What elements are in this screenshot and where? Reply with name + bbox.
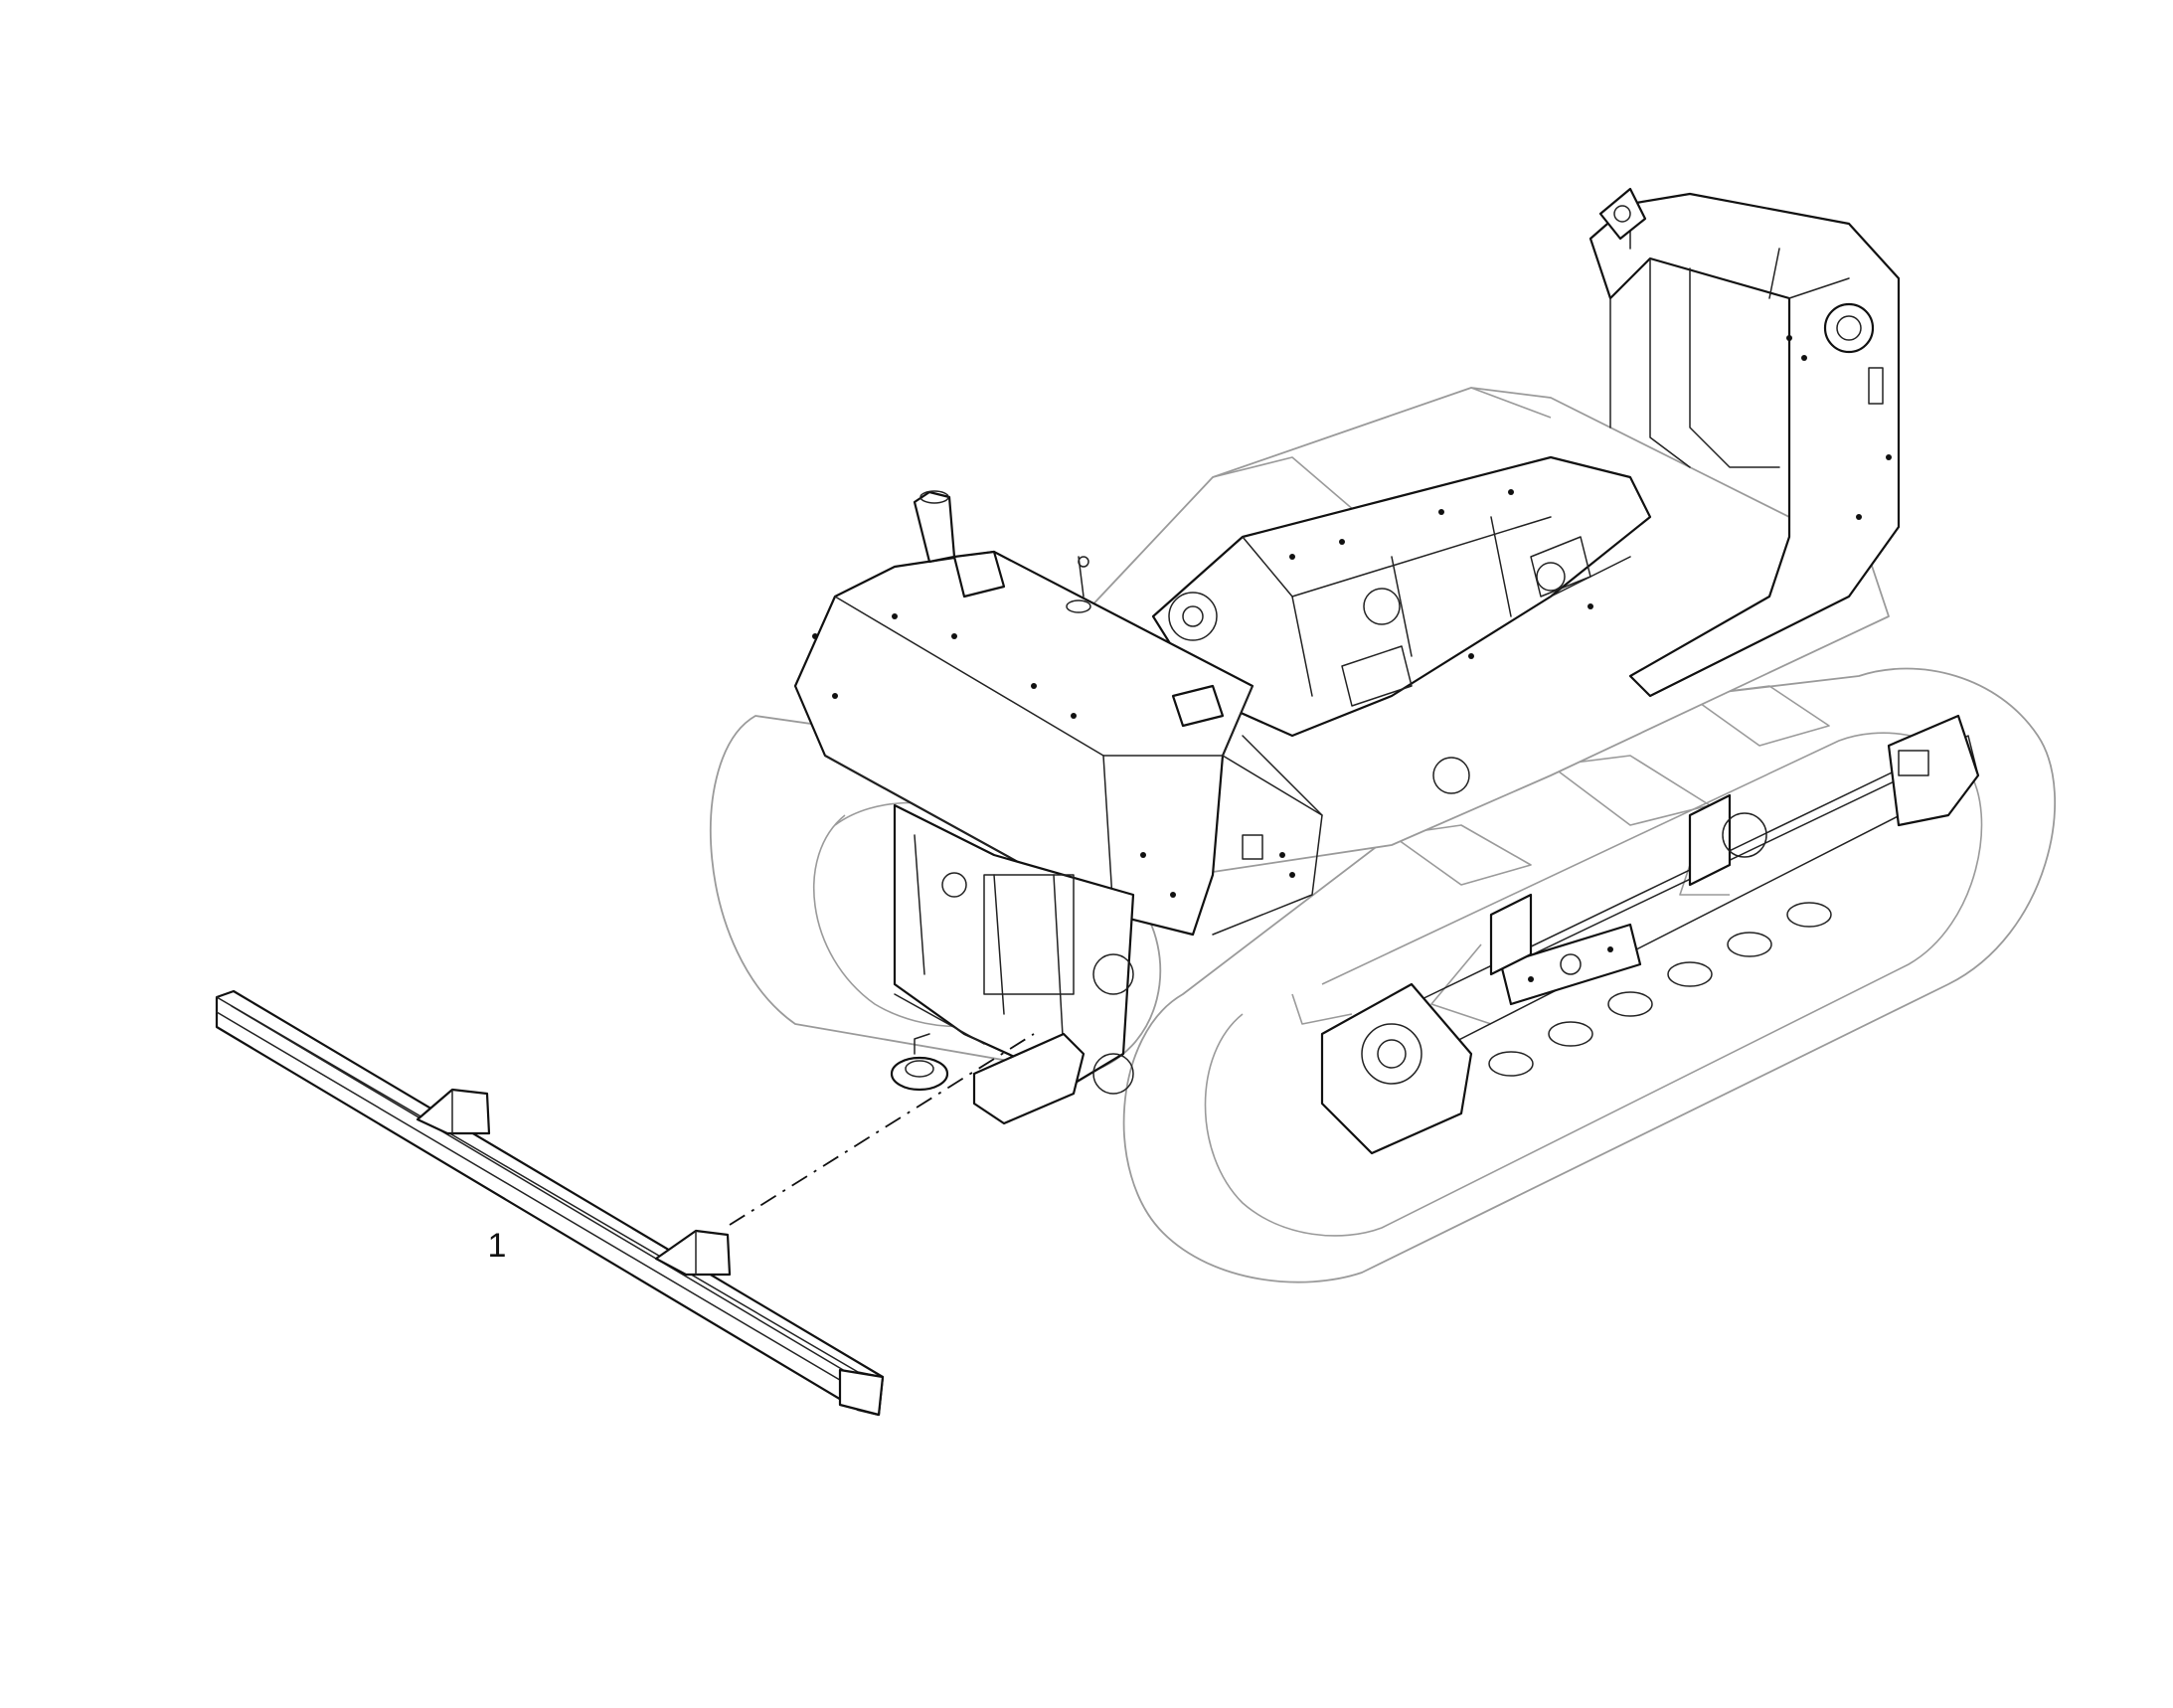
callout-1: 1 (488, 1227, 507, 1265)
track-rollers (1488, 902, 1832, 1077)
cab-frame (1588, 187, 1901, 698)
tow-hitch (972, 1032, 1086, 1125)
rear-port (1823, 302, 1875, 354)
front-frame (890, 803, 1135, 1125)
idler-bracket (1887, 714, 1980, 827)
filler-neck (913, 490, 956, 564)
front-bar-part (215, 989, 885, 1417)
crawler-machine (709, 187, 2056, 1283)
alignment-leader-line (729, 1033, 1035, 1226)
bar-end-cap (838, 1368, 885, 1417)
sprocket-housing (1320, 982, 1473, 1155)
right-track (1122, 667, 2056, 1283)
bar-mount-plate (416, 1088, 491, 1135)
hood (793, 490, 1323, 937)
bar-mount-plate (654, 1229, 732, 1277)
deck-frame (1151, 455, 1652, 794)
